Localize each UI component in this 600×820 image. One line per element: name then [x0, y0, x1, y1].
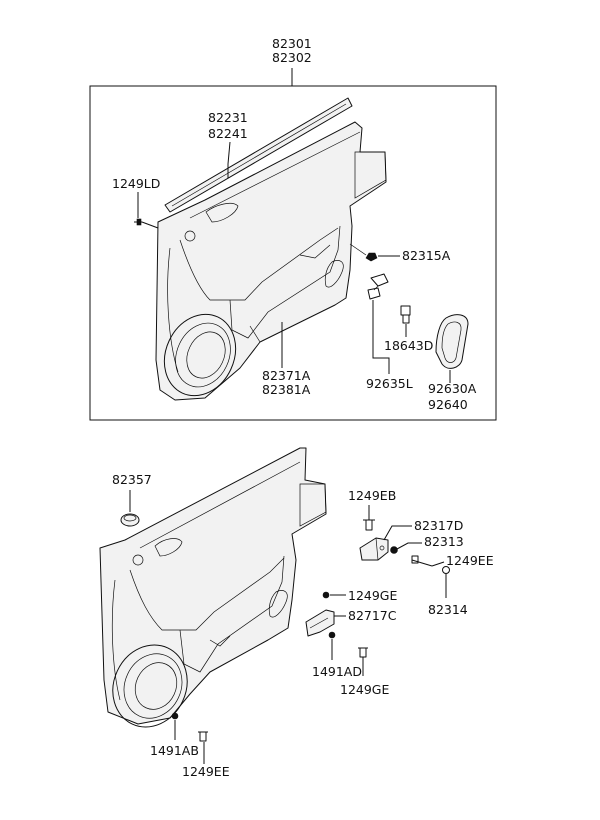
screw-1249ge-upper: [322, 591, 330, 599]
grommet-18643d: [400, 305, 411, 324]
screw-1249ld: [134, 218, 142, 226]
label-92640: 92640: [428, 397, 468, 412]
bolt-82314: [442, 566, 450, 574]
label-1249eb: 1249EB: [348, 488, 396, 503]
label-1491ad: 1491AD: [312, 664, 362, 679]
screw-1249ge-lower: [358, 647, 368, 658]
leader-1249ee-right: [431, 561, 445, 567]
plug-82357: [120, 513, 140, 527]
leader-82313: [396, 542, 422, 550]
leader-92635l: [372, 300, 390, 374]
label-82371a: 82371A: [262, 368, 311, 383]
wire-clip-92635l: [367, 273, 389, 300]
label-92635l: 92635L: [366, 376, 413, 391]
nut-1491ad: [328, 631, 336, 639]
label-82302: 82302: [272, 50, 312, 65]
label-1249ld: 1249LD: [112, 176, 160, 191]
label-82357: 82357: [112, 472, 152, 487]
nut-82313: [390, 546, 398, 554]
label-82314: 82314: [428, 602, 468, 617]
bracket-82317d: [359, 537, 389, 561]
screw-1249eb: [363, 519, 375, 531]
label-92630a: 92630A: [428, 381, 477, 396]
clip-82315a: [349, 243, 378, 262]
label-82317d: 82317D: [414, 518, 463, 533]
label-1249ge-lower: 1249GE: [340, 682, 389, 697]
label-82301: 82301: [272, 36, 312, 51]
label-1249ee-right: 1249EE: [446, 553, 494, 568]
label-1249ge-upper: 1249GE: [348, 588, 397, 603]
bracket-82717c: [305, 609, 335, 637]
leader-82317d: [383, 525, 412, 541]
label-1249ee-bottom: 1249EE: [182, 764, 230, 779]
nut-1491ab: [171, 712, 179, 720]
label-82241: 82241: [208, 126, 248, 141]
label-18643d: 18643D: [384, 338, 433, 353]
door-trim-panel-upper: [155, 121, 387, 401]
leader-1249ld-to-panel: [141, 221, 159, 229]
courtesy-lamp-92630a: [435, 314, 469, 369]
label-82381a: 82381A: [262, 382, 311, 397]
label-82315a: 82315A: [402, 248, 451, 263]
label-82313: 82313: [424, 534, 464, 549]
screw-1249ee-right: [411, 555, 433, 567]
label-82231: 82231: [208, 110, 248, 125]
label-82717c: 82717C: [348, 608, 397, 623]
label-1491ab: 1491AB: [150, 743, 199, 758]
assembly-frame: [89, 85, 497, 421]
upper-trim-strip: [164, 97, 353, 213]
screw-1249ee-bottom: [198, 731, 208, 742]
door-trim-panel-lower: [99, 447, 327, 728]
leader-82231: [227, 141, 231, 178]
